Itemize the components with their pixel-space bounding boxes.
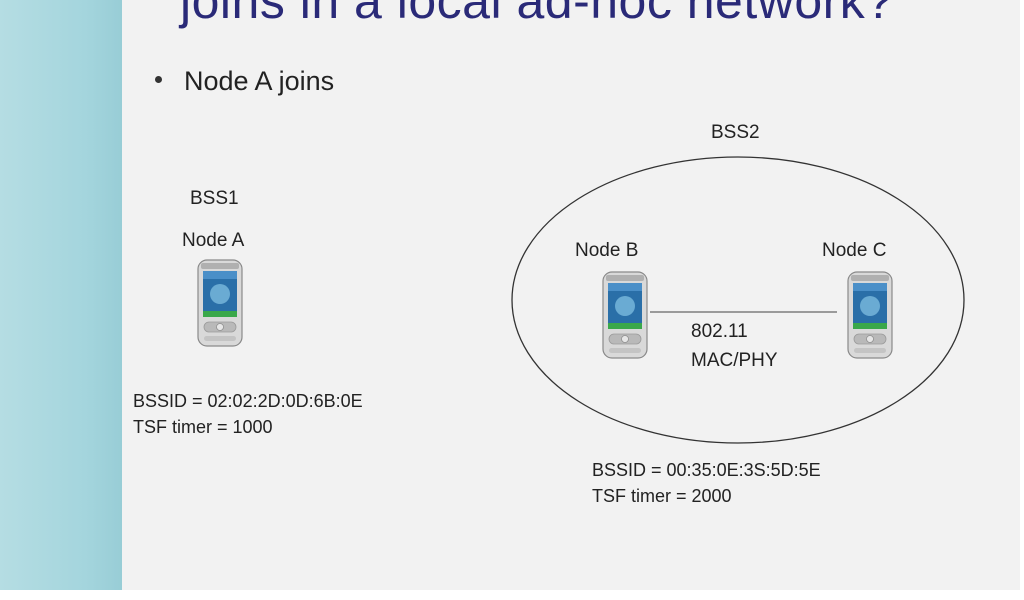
bss2-tsf-timer: TSF timer = 2000 [592,483,821,509]
bss1-label: BSS1 [190,188,239,210]
pda-device-icon [846,270,894,360]
pda-device-icon [601,270,649,360]
bss2-bssid: BSSID = 00:35:0E:3S:5D:5E [592,457,821,483]
node-c-label: Node C [822,240,886,262]
bss1-tsf-timer: TSF timer = 1000 [133,414,363,440]
node-b-label: Node B [575,240,638,262]
bss2-info: BSSID = 00:35:0E:3S:5D:5E TSF timer = 20… [592,457,821,509]
bss2-ellipse [512,157,964,443]
pda-device-icon [196,258,244,348]
bss2-label: BSS2 [711,122,760,144]
node-a-label: Node A [182,230,244,252]
link-label-layers: MAC/PHY [691,350,778,372]
bss1-info: BSSID = 02:02:2D:0D:6B:0E TSF timer = 10… [133,388,363,440]
bss1-bssid: BSSID = 02:02:2D:0D:6B:0E [133,388,363,414]
link-label-standard: 802.11 [691,321,748,343]
